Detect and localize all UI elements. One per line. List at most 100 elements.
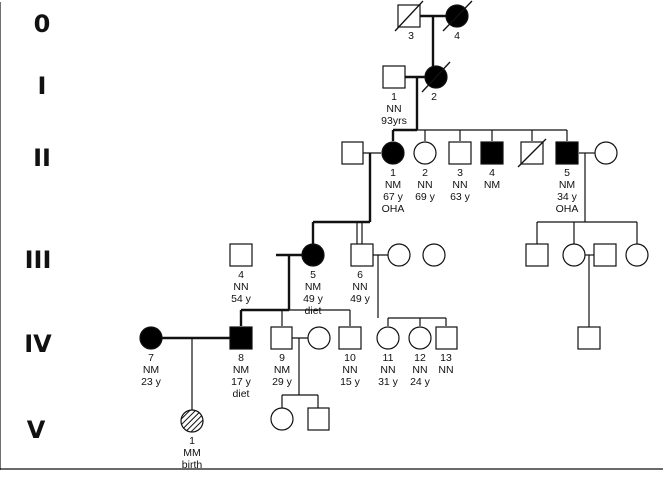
label-line: 4 (489, 167, 495, 179)
label-line: 54 y (231, 293, 252, 305)
label-line: 1 (391, 91, 397, 103)
label-line: 2 (422, 167, 428, 179)
deceased-slash (442, 0, 473, 32)
label-line: OHA (556, 203, 579, 215)
label-line: 11 (383, 352, 394, 364)
label-line: NN (412, 364, 427, 376)
label-line: 34 y (557, 191, 578, 203)
label-line: NM (143, 364, 159, 376)
female-symbol (422, 243, 446, 267)
individual-V-1 (180, 409, 204, 433)
label-line: NN (352, 281, 367, 293)
female-symbol (387, 243, 411, 267)
label-line: NN (452, 179, 467, 191)
individual-III-4 (229, 243, 253, 267)
label-line: NM (305, 281, 321, 293)
female-symbol (413, 141, 437, 165)
individual-IV-7 (139, 326, 163, 350)
individual-V-f (270, 407, 294, 431)
label-line: 7 (148, 352, 154, 364)
label-line: 31 y (378, 376, 399, 388)
label-line: 69 y (415, 191, 436, 203)
female-symbol (594, 141, 618, 165)
female-symbol (408, 326, 432, 350)
female-symbol (301, 243, 325, 267)
label-line: 49 y (303, 293, 324, 305)
male-symbol (435, 326, 458, 350)
label-line: NN (386, 103, 401, 115)
label-line: birth (182, 459, 203, 471)
generation-label-0: 0 (34, 10, 51, 38)
male-symbol (338, 326, 362, 350)
label-line: NN (342, 364, 357, 376)
female-symbol (307, 326, 331, 350)
individual-0-3 (394, 0, 424, 32)
male-symbol (270, 326, 293, 350)
deceased-slash (421, 61, 451, 93)
individual-IV-9 (270, 326, 293, 350)
label-line: OHA (382, 203, 405, 215)
individuals (139, 0, 649, 433)
label-line: 15 y (340, 376, 361, 388)
label-line: MM (183, 447, 201, 459)
label-line: 5 (564, 167, 570, 179)
label-line: 23 y (141, 376, 162, 388)
label-line: 67 y (383, 191, 404, 203)
label-line: 1 (189, 435, 195, 447)
label-line: 6 (357, 269, 363, 281)
female-symbol (180, 409, 204, 433)
individual-IV-r (577, 326, 601, 350)
label-line: NM (385, 179, 401, 191)
label-line: NN (438, 364, 453, 376)
label-line: NN (380, 364, 395, 376)
label-line: diet (233, 388, 250, 400)
female-symbol (625, 243, 649, 267)
female-symbol (270, 407, 294, 431)
generation-label-IV: IV (24, 330, 52, 358)
individual-IV-9-wife (307, 326, 331, 350)
label-line: NM (559, 179, 575, 191)
label-line: 12 (414, 352, 426, 364)
label-line: 1 (390, 167, 396, 179)
individual-II-husband (341, 141, 364, 165)
individual-II-5 (555, 141, 579, 165)
generation-label-I: I (38, 72, 47, 100)
label-line: NM (233, 364, 249, 376)
label-line: 2 (431, 91, 437, 103)
male-symbol (382, 65, 406, 89)
male-symbol (229, 326, 253, 350)
individual-II-1 (381, 141, 405, 165)
male-symbol (350, 243, 374, 267)
individual-III-6 (350, 243, 374, 267)
individual-labels: 3 4 1 NN 93yrs 2 1 NM 67 y OHA 2 NN 69 y… (141, 30, 578, 471)
individual-IV-10 (338, 326, 362, 350)
individual-III-5 (301, 243, 325, 267)
individual-II-deceased-male (517, 138, 547, 168)
male-symbol (229, 243, 253, 267)
label-line: 49 y (350, 293, 371, 305)
deceased-slash (394, 0, 424, 32)
female-symbol (381, 141, 405, 165)
individual-III-6-wife (387, 243, 411, 267)
label-line: 3 (457, 167, 463, 179)
label-line: NN (417, 179, 432, 191)
label-line: NN (233, 281, 248, 293)
label-line: 17 y (231, 376, 252, 388)
male-symbol (448, 141, 472, 165)
deceased-slash (517, 138, 547, 168)
label-line: 9 (279, 352, 285, 364)
generation-label-V: V (27, 416, 46, 444)
label-line: 24 y (410, 376, 431, 388)
label-line: 5 (310, 269, 316, 281)
male-symbol (525, 243, 549, 267)
individual-V-m (307, 407, 330, 431)
individual-IV-12 (408, 326, 432, 350)
female-symbol (376, 326, 400, 350)
individual-II-5-wife (594, 141, 618, 165)
individual-0-4 (442, 0, 473, 32)
individual-III-sister (422, 243, 446, 267)
female-symbol (562, 243, 586, 267)
relationship-lines (162, 14, 638, 410)
individual-IV-8 (229, 326, 253, 350)
individual-I-2 (421, 61, 451, 93)
